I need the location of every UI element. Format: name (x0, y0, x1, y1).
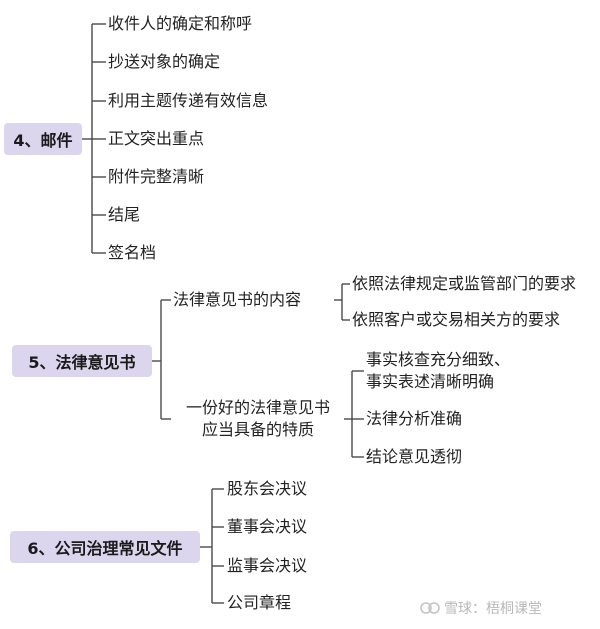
legal-opinion-content-item-2: 依照客户或交易相关方的要求 (352, 310, 561, 329)
section-4-item-7: 签名档 (108, 243, 157, 262)
section-4-title: 4、邮件 (4, 123, 82, 155)
section-6-item-3: 监事会决议 (227, 556, 308, 575)
trait-fact-check-line-1: 事实核查充分细致、 (366, 350, 511, 369)
legal-opinion-content-item-1: 依照法律规定或监管部门的要求 (352, 274, 577, 293)
section-5-connectors (152, 283, 364, 458)
section-6-item-2: 董事会决议 (227, 517, 308, 536)
section-6-item-1: 股东会决议 (227, 479, 308, 498)
watermark-text: 雪球：梧桐课堂 (444, 601, 542, 617)
section-4-item-4: 正文突出重点 (108, 129, 205, 148)
legal-opinion-content-label: 法律意见书的内容 (173, 290, 302, 309)
snowball-logo-icon (420, 602, 440, 614)
trait-fact-check: 事实核查充分细致、 事实表述清晰明确 (366, 349, 510, 393)
good-legal-opinion-label-line-2: 应当具备的特质 (201, 420, 314, 439)
section-6-connectors (200, 488, 224, 604)
section-5-title: 5、法律意见书 (12, 345, 152, 377)
section-4-item-6: 结尾 (108, 205, 141, 224)
section-4-connectors (82, 23, 106, 254)
section-6-item-4: 公司章程 (227, 593, 292, 612)
section-4-item-3: 利用主题传递有效信息 (108, 91, 269, 110)
section-4-item-2: 抄送对象的确定 (108, 52, 221, 71)
section-4-item-5: 附件完整清晰 (108, 167, 205, 186)
section-4-item-1: 收件人的确定和称呼 (108, 14, 253, 33)
good-legal-opinion-label: 一份好的法律意见书 应当具备的特质 (173, 397, 343, 441)
watermark: 雪球：梧桐课堂 (420, 598, 542, 618)
good-legal-opinion-label-line-1: 一份好的法律意见书 (185, 398, 330, 417)
trait-conclusion: 结论意见透彻 (366, 447, 463, 466)
trait-legal-analysis: 法律分析准确 (366, 409, 463, 428)
trait-fact-check-line-2: 事实表述清晰明确 (366, 372, 495, 391)
section-6-title: 6、公司治理常见文件 (10, 531, 200, 563)
